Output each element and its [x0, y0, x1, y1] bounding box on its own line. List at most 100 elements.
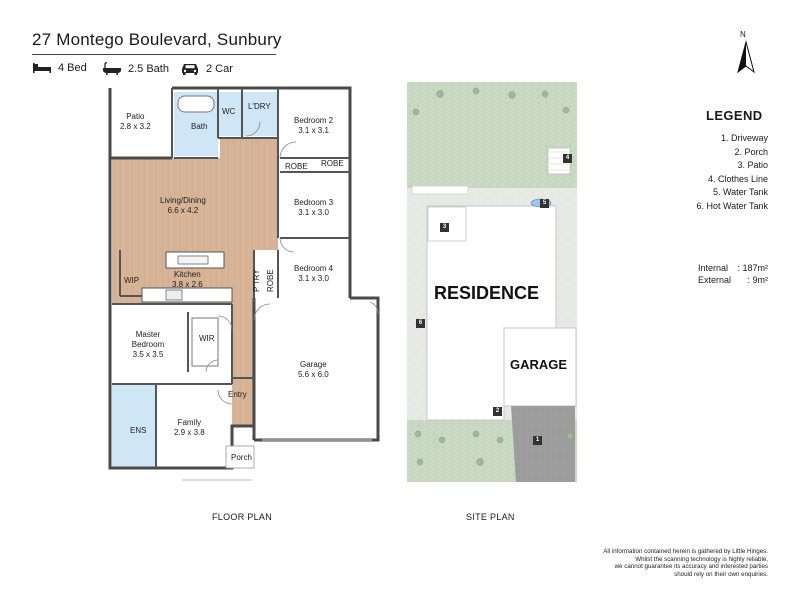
external-area-value: : 9m²: [747, 275, 768, 285]
disclaimer-line: should rely on their own enquiries.: [674, 570, 768, 578]
room-dims: 3.1 x 3.0: [298, 274, 329, 283]
title-divider: [32, 54, 276, 55]
disclaimer-line: Whilst the scanning technology is highly…: [635, 555, 768, 563]
floor-plan-caption: FLOOR PLAN: [212, 512, 273, 522]
marker-water-tank: 5: [540, 199, 549, 208]
bath-icon: [102, 62, 122, 75]
room-name: Living/Dining: [160, 196, 206, 205]
room-entry: Entry: [228, 390, 247, 400]
room-name: WC: [222, 107, 236, 116]
room-name: Patio: [126, 112, 145, 121]
legend-title: LEGEND: [706, 108, 763, 123]
bed-icon: [32, 62, 52, 74]
legend-item: 5. Water Tank: [712, 187, 768, 197]
feature-bath-label: 2.5 Bath: [128, 62, 169, 75]
room-dims: 2.8 x 3.2: [120, 122, 151, 131]
room-robe-2: ROBE: [321, 159, 344, 169]
room-dims: 3.1 x 3.1: [298, 126, 329, 135]
ensuite-floor: [112, 384, 156, 468]
room-robe-3: ROBE: [266, 269, 276, 292]
feature-car-label: 2 Car: [206, 62, 233, 75]
marker-patio: 3: [440, 223, 449, 232]
disclaimer-line: we cannot guarantee its accuracy and int…: [614, 563, 768, 571]
room-name: P'TRY: [252, 269, 261, 292]
room-name: Garage: [300, 360, 327, 369]
property-address: 27 Montego Boulevard, Sunbury: [32, 30, 282, 49]
room-name: WIP: [124, 276, 140, 285]
legend-item: 3. Patio: [737, 160, 768, 170]
room-dims: 3.1 x 3.0: [298, 208, 329, 217]
wc-floor: [218, 92, 242, 136]
garage-footprint: [503, 327, 577, 407]
room-name: Entry: [228, 390, 247, 399]
room-name: Bedroom 2: [294, 116, 334, 125]
room-wir: WIR: [199, 334, 215, 344]
north-arrow-icon: [733, 32, 759, 76]
marker-porch: 2: [493, 407, 502, 416]
room-name: Family: [177, 418, 202, 427]
room-dims: 3.5 x 3.5: [132, 350, 164, 359]
room-name: ROBE: [321, 159, 344, 168]
disclaimer: All information contained herein is gath…: [603, 548, 768, 578]
room-robe-1: ROBE: [285, 162, 308, 172]
room-pantry: P'TRY: [252, 269, 262, 292]
room-name: WIR: [199, 334, 215, 343]
laundry-floor: [242, 92, 278, 136]
legend-item: 1. Driveway: [720, 133, 768, 143]
car-icon: [180, 62, 200, 75]
room-wip: WIP: [124, 276, 139, 286]
feature-bed-label: 4 Bed: [58, 62, 87, 74]
hallway-floor: [232, 250, 254, 426]
driveway: [511, 406, 575, 482]
room-bath: Bath: [191, 122, 207, 132]
legend-item: 4. Clothes Line: [707, 173, 768, 184]
disclaimer-line: All information contained herein is gath…: [603, 548, 768, 555]
room-dims: 2.9 x 3.8: [174, 428, 205, 437]
legend-item: 2. Porch: [734, 146, 768, 157]
marker-clothes-line: 4: [563, 154, 572, 163]
room-name: Kitchen: [174, 270, 201, 279]
room-name: ENS: [130, 426, 147, 435]
feature-bed: 4 Bed: [32, 62, 87, 74]
marker-hot-water-tank: 6: [416, 319, 425, 328]
room-name: Bedroom 3: [294, 198, 334, 207]
legend-item: 6. Hot Water Tank: [696, 200, 768, 211]
room-name: Master Bedroom: [131, 330, 165, 349]
room-dims: 6.6 x 4.2: [167, 206, 199, 215]
room-name: ROBE: [266, 269, 275, 292]
room-name: ROBE: [285, 162, 308, 171]
room-name: Bath: [191, 122, 208, 131]
feature-bath: 2.5 Bath: [102, 62, 169, 75]
room-name: L'DRY: [248, 102, 271, 111]
room-laundry: L'DRY: [248, 102, 271, 112]
north-label: N: [740, 30, 746, 39]
room-dims: 5.6 x 6.0: [298, 370, 329, 379]
area-summary: Internal : 187m² External : 9m²: [698, 262, 768, 286]
residence-label: RESIDENCE: [434, 283, 540, 303]
external-area-label: External: [698, 275, 732, 285]
room-ensuite: ENS: [130, 426, 146, 436]
room-dims: 3.8 x 2.6: [172, 280, 203, 289]
room-porch: Porch: [231, 453, 252, 463]
feature-car: 2 Car: [180, 62, 233, 75]
living-dining-floor: [112, 158, 278, 250]
internal-area-value: : 187m²: [737, 263, 768, 273]
room-wc: WC: [222, 107, 235, 117]
garage-label: GARAGE: [510, 357, 568, 372]
site-plan-caption: SITE PLAN: [466, 512, 515, 522]
garage-floor: [254, 302, 378, 440]
legend-list: 1. Driveway 2. Porch 3. Patio 4. Clothes…: [696, 132, 768, 213]
internal-area-label: Internal: [698, 263, 729, 273]
room-name: Porch: [231, 453, 252, 462]
marker-driveway: 1: [533, 436, 542, 445]
room-name: Bedroom 4: [294, 264, 334, 273]
